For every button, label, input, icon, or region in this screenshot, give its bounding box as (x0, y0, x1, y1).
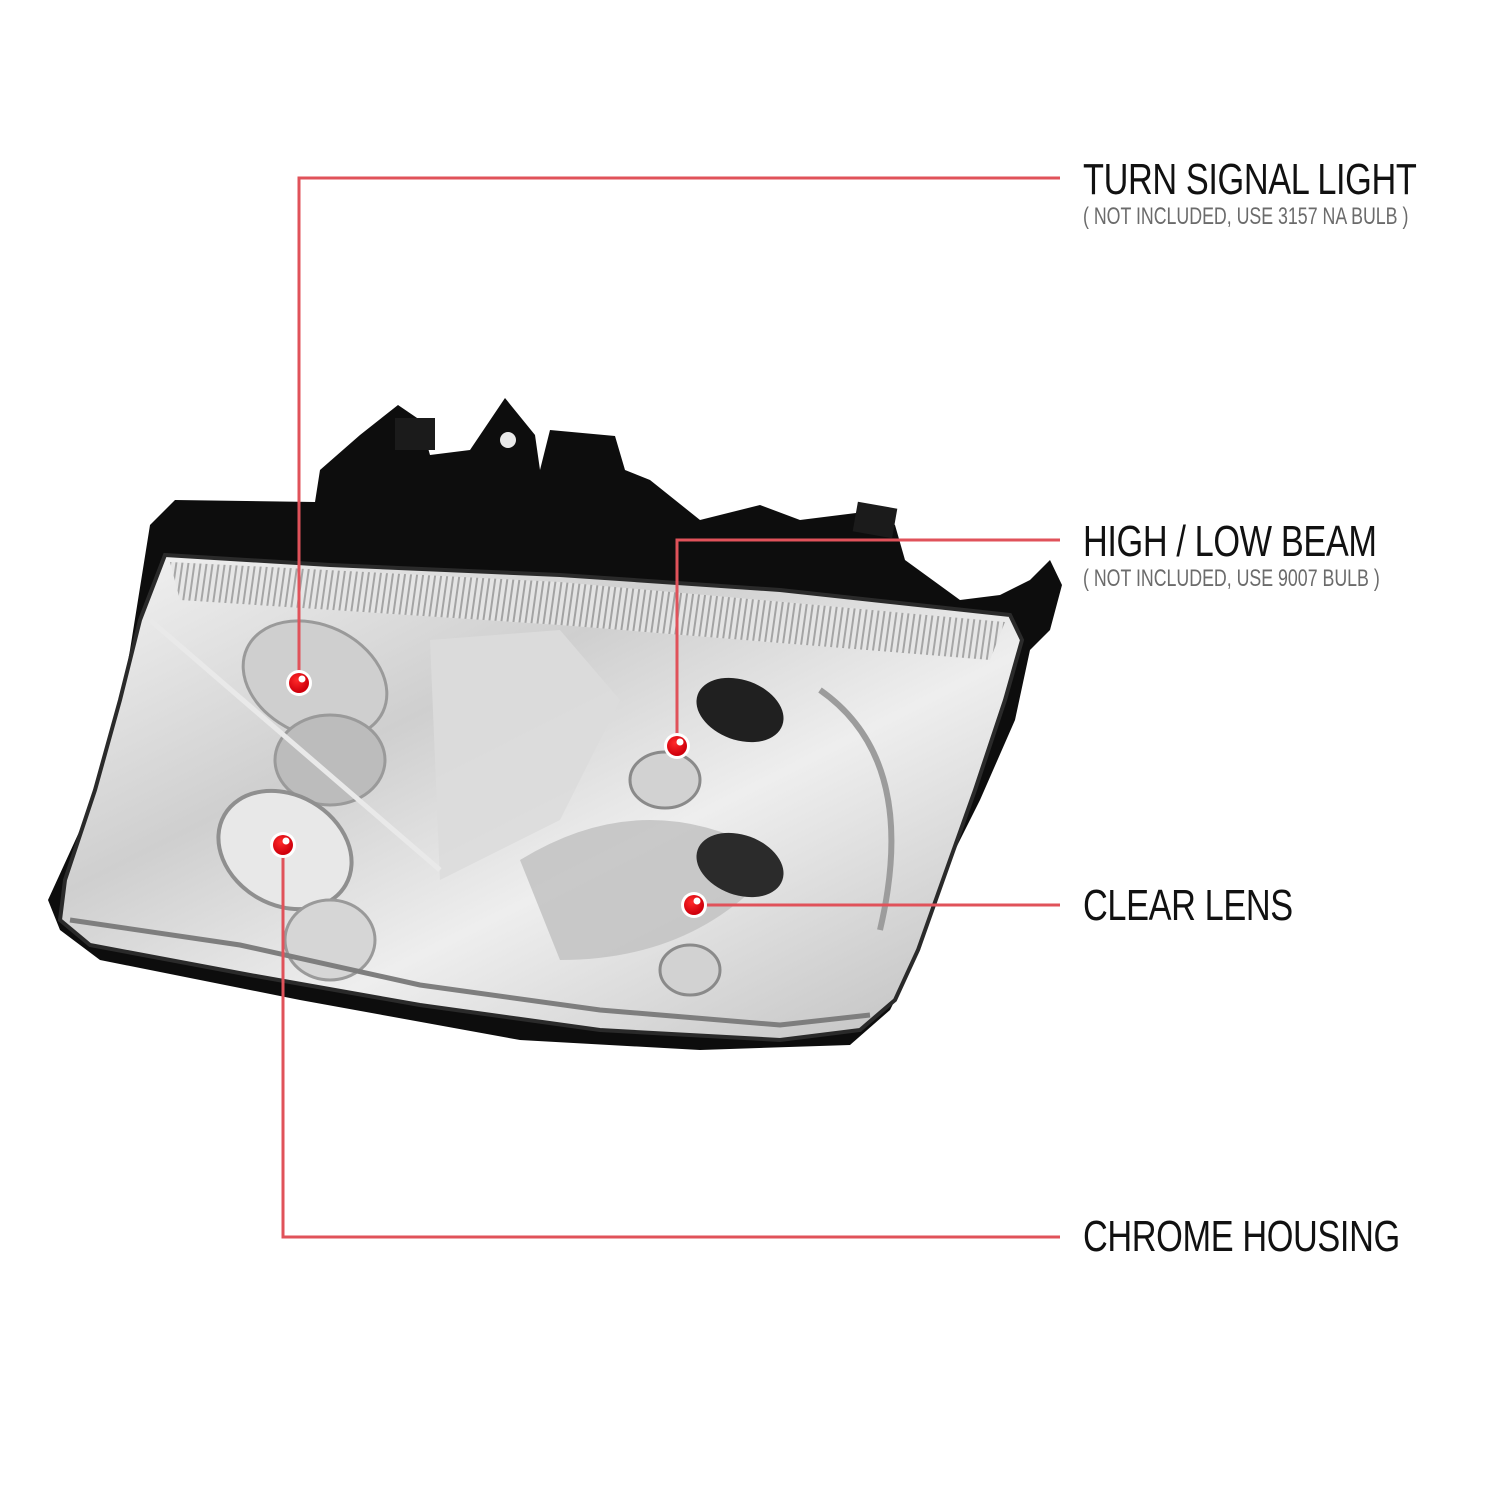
clear-lens-marker (681, 892, 707, 918)
callout-title: CLEAR LENS (1083, 881, 1293, 930)
high-low-beam-marker (664, 733, 690, 759)
callout-title: HIGH / LOW BEAM (1083, 517, 1377, 566)
callout-title: CHROME HOUSING (1083, 1212, 1400, 1261)
turn-signal-marker (286, 670, 312, 696)
chrome-housing-marker (270, 832, 296, 858)
high-low-beam-leader (675, 538, 1060, 746)
chrome-housing-leader (281, 845, 1060, 1239)
callout-title: TURN SIGNAL LIGHT (1083, 155, 1417, 204)
callout-turn-signal: TURN SIGNAL LIGHT ( NOT INCLUDED, USE 31… (1083, 156, 1500, 230)
callout-chrome-housing: CHROME HOUSING (1083, 1213, 1489, 1261)
callout-note: ( NOT INCLUDED, USE 3157 NA BULB ) (1083, 203, 1409, 230)
callout-high-low-beam: HIGH / LOW BEAM ( NOT INCLUDED, USE 9007… (1083, 518, 1484, 592)
leader-lines (281, 176, 1060, 1239)
lens-body (57, 552, 1025, 1043)
callout-markers (270, 670, 707, 918)
turn-signal-leader (297, 176, 1060, 683)
callout-note: ( NOT INCLUDED, USE 9007 BULB ) (1083, 565, 1380, 592)
callout-clear-lens: CLEAR LENS (1083, 882, 1352, 930)
